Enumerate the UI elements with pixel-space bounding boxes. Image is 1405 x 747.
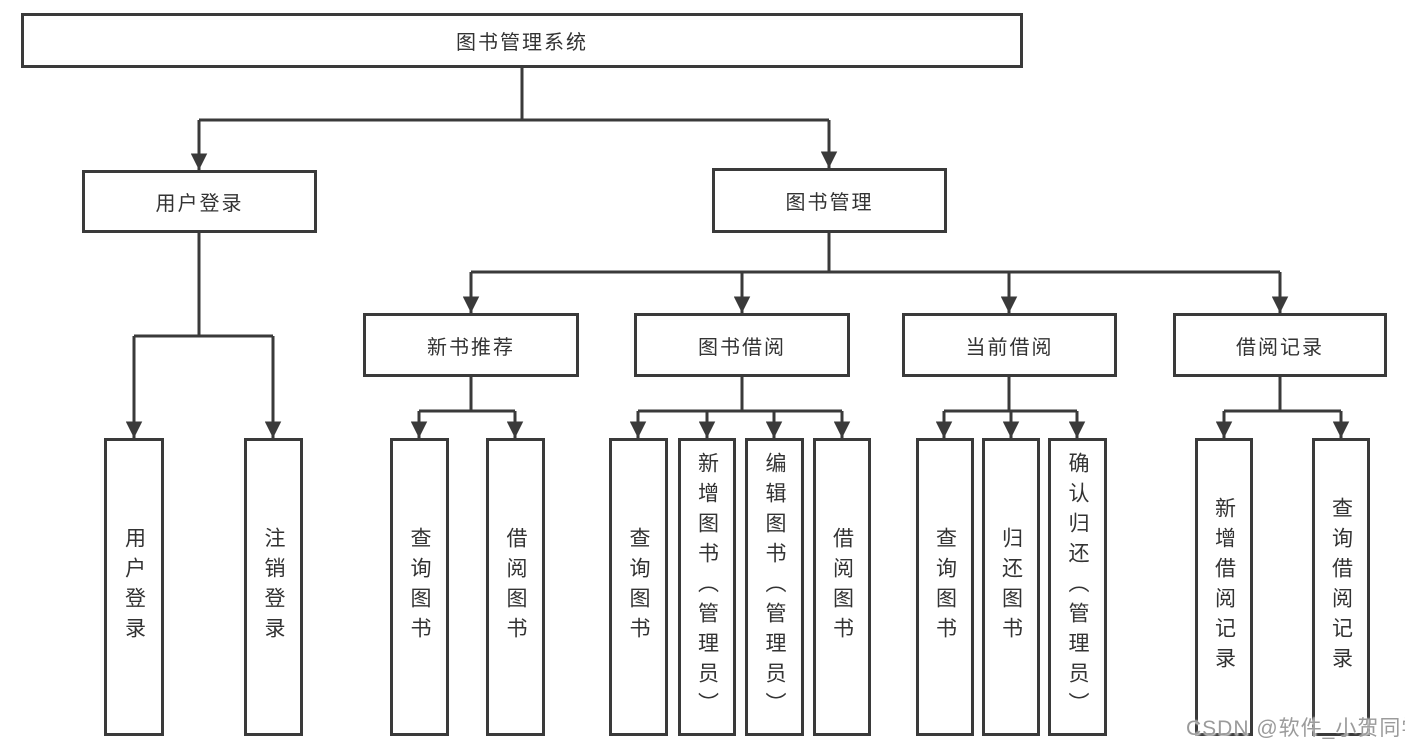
- leaf-borrow-books-recommend: 借阅图书: [486, 438, 545, 736]
- node-new-book-recommend: 新书推荐: [363, 313, 579, 377]
- node-user-login: 用户登录: [82, 170, 317, 233]
- leaf-confirm-return-admin-label: 确认归还（管理员）: [1066, 452, 1089, 722]
- leaf-borrow-books: 借阅图书: [813, 438, 871, 736]
- node-book-borrow-label: 图书借阅: [698, 336, 786, 359]
- node-user-login-label: 用户登录: [155, 193, 244, 215]
- leaf-user-login-label: 用户登录: [122, 527, 146, 647]
- node-root-system-label: 图书管理系统: [456, 32, 588, 54]
- leaf-query-books-borrow: 查询图书: [609, 438, 668, 736]
- leaf-borrow-books-label: 借阅图书: [830, 527, 854, 647]
- leaf-logout-label: 注销登录: [262, 527, 285, 647]
- leaf-return-book-label: 归还图书: [999, 527, 1023, 647]
- leaf-query-books-current-label: 查询图书: [933, 527, 957, 647]
- leaf-query-books-current: 查询图书: [916, 438, 974, 736]
- leaf-add-book-admin-label: 新增图书（管理员）: [695, 452, 719, 722]
- leaf-add-borrow-record: 新增借阅记录: [1195, 438, 1253, 736]
- node-borrow-records-label: 借阅记录: [1236, 336, 1324, 359]
- leaf-confirm-return-admin: 确认归还（管理员）: [1048, 438, 1107, 736]
- leaf-query-books-recommend-label: 查询图书: [408, 527, 431, 647]
- node-current-borrow-label: 当前借阅: [965, 336, 1054, 359]
- leaf-query-borrow-record-label: 查询借阅记录: [1329, 497, 1353, 677]
- node-current-borrow: 当前借阅: [902, 313, 1117, 377]
- leaf-logout: 注销登录: [244, 438, 303, 736]
- leaf-query-books-borrow-label: 查询图书: [627, 527, 650, 647]
- node-book-management: 图书管理: [712, 168, 947, 233]
- leaf-add-borrow-record-label: 新增借阅记录: [1212, 497, 1236, 677]
- node-new-book-recommend-label: 新书推荐: [427, 336, 515, 359]
- leaf-add-book-admin: 新增图书（管理员）: [678, 438, 736, 736]
- node-book-borrow: 图书借阅: [634, 313, 850, 377]
- node-borrow-records: 借阅记录: [1173, 313, 1387, 377]
- leaf-user-login: 用户登录: [104, 438, 164, 736]
- csdn-watermark: CSDN @软件_小贺同学: [1186, 717, 1405, 740]
- leaf-query-borrow-record: 查询借阅记录: [1312, 438, 1370, 736]
- leaf-edit-book-admin: 编辑图书（管理员）: [745, 438, 804, 736]
- node-book-management-label: 图书管理: [785, 192, 874, 214]
- leaf-borrow-books-recommend-label: 借阅图书: [504, 527, 527, 647]
- node-root-system: 图书管理系统: [21, 13, 1023, 68]
- leaf-edit-book-admin-label: 编辑图书（管理员）: [763, 452, 786, 722]
- leaf-return-book: 归还图书: [982, 438, 1040, 736]
- leaf-query-books-recommend: 查询图书: [390, 438, 449, 736]
